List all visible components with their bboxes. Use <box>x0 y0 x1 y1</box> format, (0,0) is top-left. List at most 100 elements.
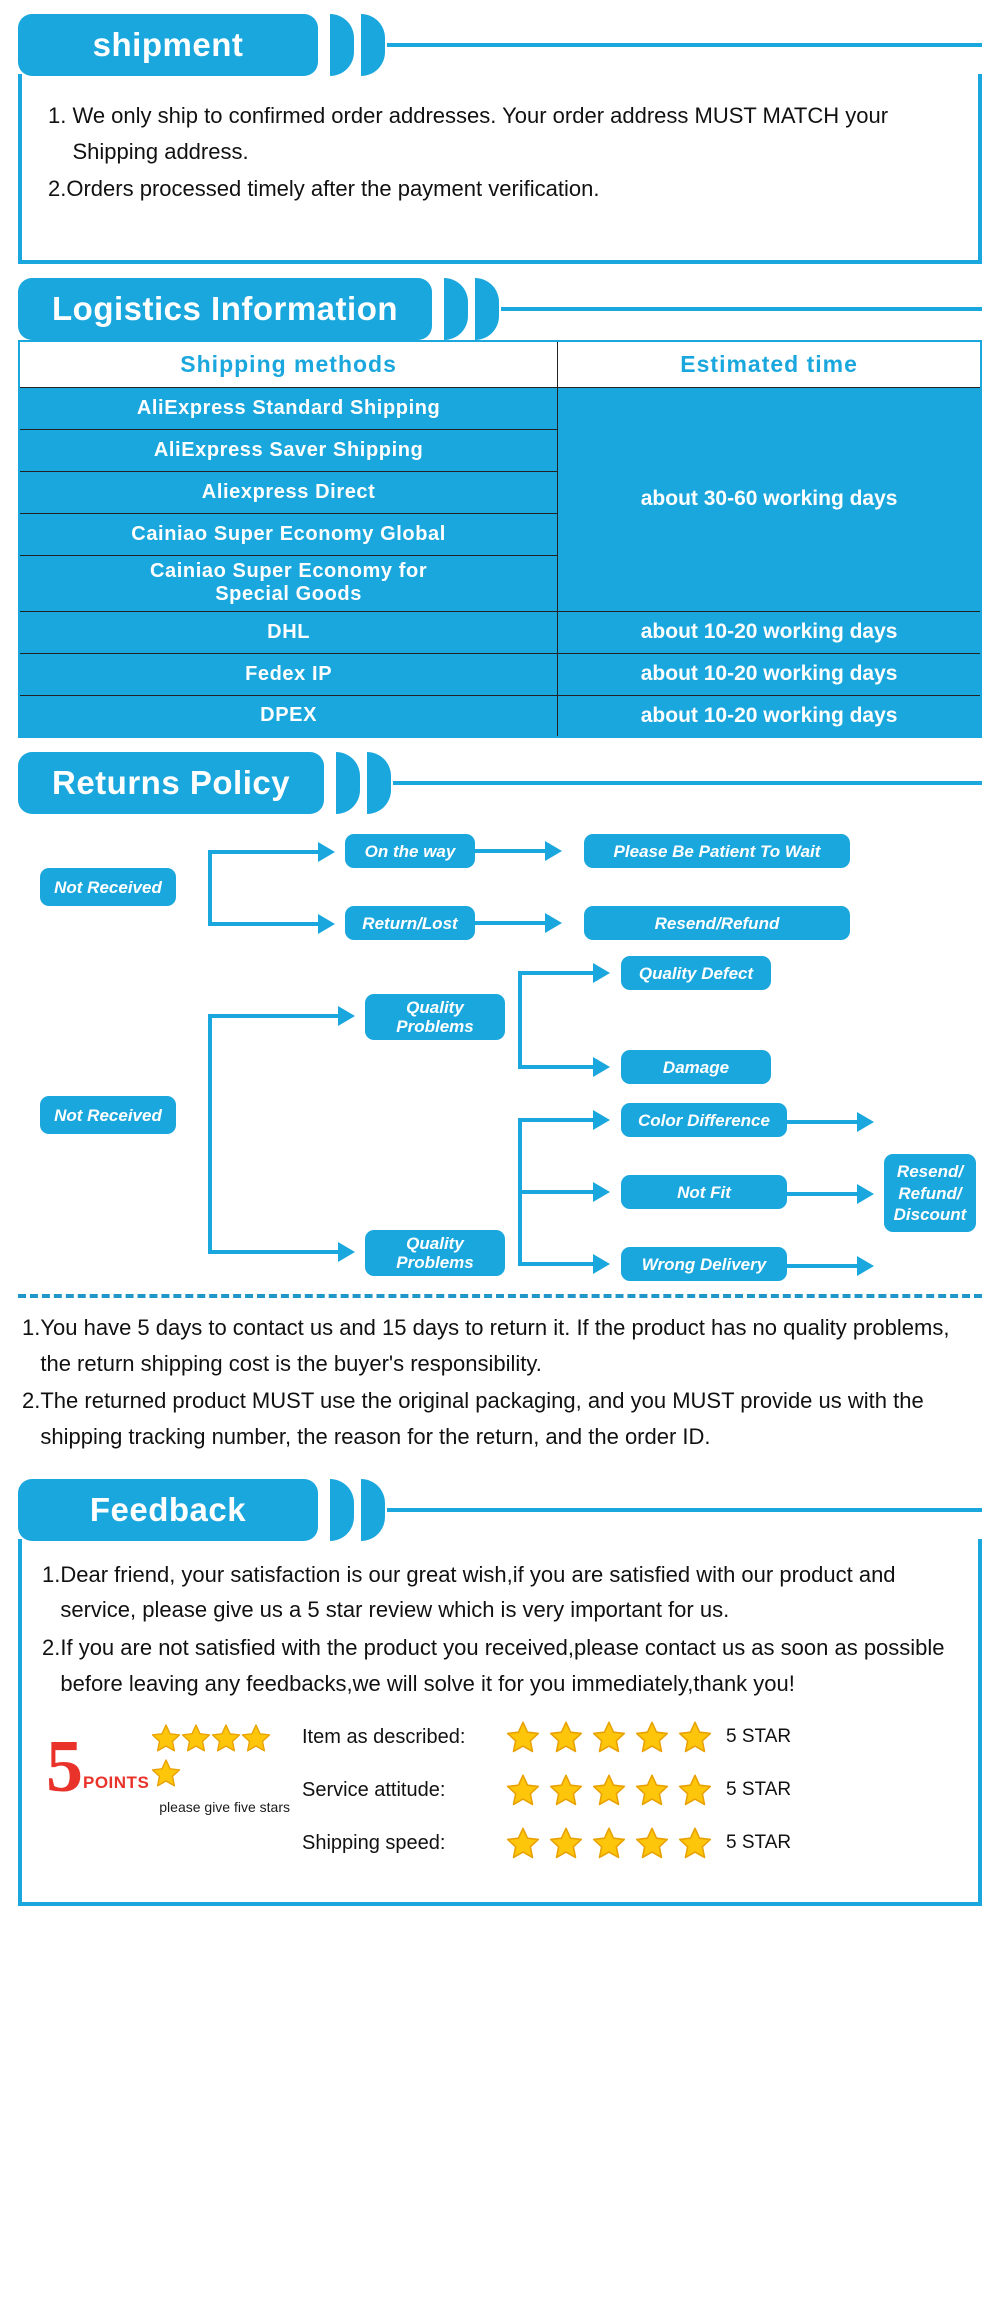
method-cell: AliExpress Saver Shipping <box>18 428 559 472</box>
list-item-text: Dear friend, your satisfaction is our gr… <box>60 1561 896 1623</box>
flow-node-not-received: Not Received <box>40 868 176 907</box>
flow-node-on-the-way: On the way <box>345 834 475 869</box>
returns-flow-top: Not Received On the way Return/Lost Plea… <box>18 822 982 952</box>
estimate-cell: about 10-20 working days <box>557 694 982 738</box>
returns-notes-list: 1. You have 5 days to contact us and 15 … <box>18 1308 982 1465</box>
returns-section: Returns Policy Not Received On the way R… <box>18 752 982 1465</box>
flow-node-wrong-delivery: Wrong Delivery <box>621 1247 787 1282</box>
star-icon <box>151 1758 181 1788</box>
flow-arrow-icon <box>593 1057 610 1078</box>
list-item-number: 1. <box>22 1315 41 1341</box>
product-description-page: shipment 1. We only ship to confirmed or… <box>0 14 1000 1916</box>
header-decor-shape-2 <box>361 1478 385 1541</box>
flow-arrow-icon <box>545 913 562 934</box>
flow-node-quality-problems-1: Quality Problems <box>365 994 505 1041</box>
column-header-estimated-time: Estimated time <box>557 340 982 388</box>
method-cell: Fedex IP <box>18 652 559 696</box>
flow-connector <box>518 1065 593 1070</box>
logistics-title-pill: Logistics Information <box>18 278 433 340</box>
list-item: 2. Orders processed timely after the pay… <box>48 171 952 207</box>
flow-arrow-icon <box>318 914 335 935</box>
section-divider <box>18 1294 982 1299</box>
rating-suffix: 5 STAR <box>726 1832 792 1854</box>
list-item-number: 1. <box>42 1561 61 1587</box>
estimate-cell: about 10-20 working days <box>557 610 982 654</box>
header-decor-shape-1 <box>336 752 361 815</box>
flow-connector <box>208 1014 338 1019</box>
five-points-label: POINTS <box>83 1773 150 1793</box>
logistics-table: Shipping methods Estimated time AliExpre… <box>18 340 982 739</box>
flow-connector <box>208 850 318 855</box>
shipment-title-pill: shipment <box>18 14 318 76</box>
flow-arrow-icon <box>593 1182 610 1203</box>
five-points-number: 5 <box>46 1725 83 1808</box>
star-icon <box>151 1723 181 1753</box>
list-item: 1. You have 5 days to contact us and 15 … <box>22 1310 978 1381</box>
logo-star-row <box>151 1723 296 1793</box>
list-item: 1. We only ship to confirmed order addre… <box>48 98 952 169</box>
feedback-title: Feedback <box>89 1490 247 1528</box>
flow-connector <box>518 1118 593 1123</box>
rating-row: Service attitude: 5 STAR <box>302 1770 954 1810</box>
flow-node-quality-defect: Quality Defect <box>621 956 771 991</box>
table-row: AliExpress Standard Shipping about 30-60… <box>18 386 982 612</box>
star-icon <box>549 1826 583 1860</box>
flow-arrow-icon <box>593 963 610 984</box>
star-icon <box>181 1723 211 1753</box>
flow-arrow-icon <box>857 1256 874 1277</box>
feedback-header: Feedback <box>18 1478 982 1541</box>
star-icon <box>592 1720 626 1754</box>
star-icon <box>635 1826 669 1860</box>
flow-connector <box>518 971 522 1070</box>
returns-title: Returns Policy <box>52 764 291 802</box>
estimate-cell-grouped: about 30-60 working days <box>557 386 982 612</box>
star-icon <box>241 1723 271 1753</box>
header-decor-shape-1 <box>330 14 354 76</box>
rating-star-row <box>506 1826 712 1860</box>
table-row: Fedex IP about 10-20 working days <box>18 652 982 696</box>
logistics-header: Logistics Information <box>18 278 982 340</box>
star-icon <box>592 1826 626 1860</box>
method-cell: Cainiao Super Economy Global <box>18 512 559 556</box>
flow-connector <box>475 849 545 854</box>
feedback-title-pill: Feedback <box>18 1478 318 1541</box>
header-decor-shape-1 <box>444 278 469 340</box>
rating-suffix: 5 STAR <box>726 1779 792 1801</box>
list-item-text: If you are not satisfied with the produc… <box>60 1634 945 1696</box>
flow-arrow-icon <box>338 1242 355 1263</box>
rating-suffix: 5 STAR <box>726 1726 792 1748</box>
flow-connector <box>518 1190 593 1195</box>
star-icon <box>678 1720 712 1754</box>
table-row: Aliexpress Direct <box>18 470 981 514</box>
flow-connector <box>208 1014 212 1255</box>
header-decor-shape-2 <box>361 14 385 76</box>
star-icon <box>211 1723 241 1753</box>
returns-header: Returns Policy <box>18 752 982 815</box>
star-icon <box>549 1773 583 1807</box>
star-icon <box>635 1720 669 1754</box>
rating-row: Item as described: 5 STAR <box>302 1717 954 1757</box>
list-item-number: 1. <box>48 103 73 128</box>
flow-arrow-icon <box>318 842 335 863</box>
flow-node-not-fit: Not Fit <box>621 1175 787 1210</box>
returns-title-pill: Returns Policy <box>18 752 325 815</box>
flow-node-quality-problems-2: Quality Problems <box>365 1230 505 1277</box>
shipment-section: shipment 1. We only ship to confirmed or… <box>18 14 982 264</box>
flow-connector <box>208 850 212 927</box>
flow-node-color-difference: Color Difference <box>621 1103 787 1138</box>
rating-star-row <box>506 1720 712 1754</box>
list-item-text: You have 5 days to contact us and 15 day… <box>40 1315 950 1376</box>
flow-arrow-icon <box>338 1006 355 1027</box>
flow-node-please-be-patient: Please Be Patient To Wait <box>584 834 850 869</box>
list-item-text: Orders processed timely after the paymen… <box>66 176 600 202</box>
table-row: AliExpress Saver Shipping <box>18 428 981 472</box>
flow-connector <box>475 921 545 926</box>
flow-connector <box>787 1264 857 1269</box>
star-icon <box>678 1773 712 1807</box>
feedback-list: 1. Dear friend, your satisfaction is our… <box>42 1557 958 1702</box>
flow-node-damage: Damage <box>621 1050 771 1085</box>
flow-connector <box>208 922 318 927</box>
flow-arrow-icon <box>593 1254 610 1275</box>
rating-label: Shipping speed: <box>302 1831 446 1854</box>
flow-arrow-icon <box>857 1112 874 1133</box>
